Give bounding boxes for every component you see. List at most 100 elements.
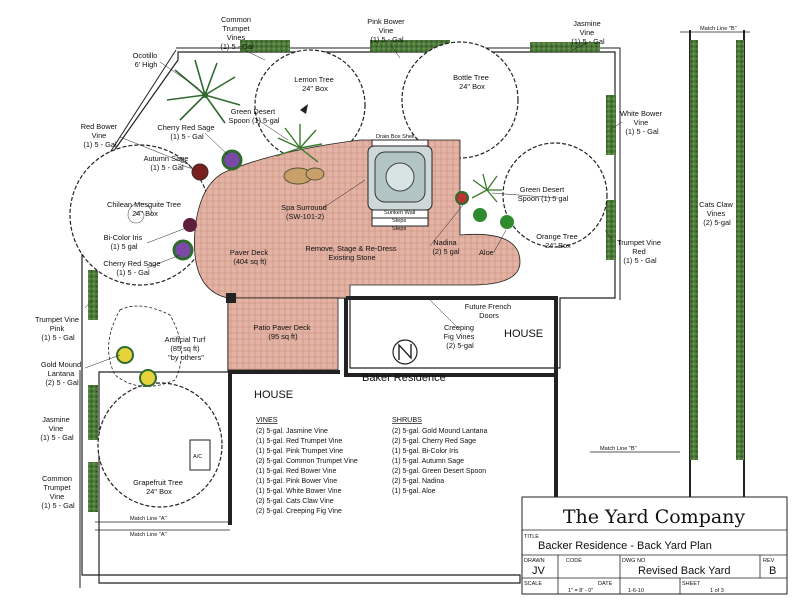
legend-shrub-3: (1) 5-gal. Autumn Sage bbox=[392, 458, 464, 465]
mesquite-tree-spiral bbox=[127, 202, 153, 224]
label-white-bower: White Bower Vine (1) 5 - Gal bbox=[620, 109, 664, 136]
drawn-label: DRAWN bbox=[524, 558, 545, 564]
rev-value: B bbox=[769, 565, 776, 577]
label-artificial-turf: Artificial Turf (85 sq ft) "by others" bbox=[165, 335, 208, 362]
label-cats-claw: Cats Claw Vines (2) 5-gal bbox=[699, 200, 735, 227]
label-pink-bower: Pink Bower Vine (1) 5 - Gal bbox=[367, 17, 406, 44]
label-grapefruit: Grapefruit Tree 24" Box bbox=[133, 478, 185, 496]
legend-vines-title: VINES bbox=[256, 415, 278, 424]
grapefruit-tree bbox=[97, 382, 223, 508]
legend-vine-1: (1) 5-gal. Red Trumpet Vine bbox=[256, 438, 342, 445]
match-line-right-top-label: Match Line "B" bbox=[700, 26, 737, 32]
paver-deck bbox=[194, 139, 521, 370]
sunken-wall-label: Sunken Wall bbox=[384, 210, 415, 216]
label-trumpet-vine-red: Trumpet Vine Red (1) 5 - Gal bbox=[617, 238, 663, 265]
label-paver-deck: Paver Deck (404 sq ft) bbox=[230, 248, 270, 266]
label-common-trumpet-bottom: Common Trumpet Vine (1) 5 - Gal bbox=[41, 474, 75, 510]
ocotillo-shrub bbox=[166, 59, 241, 124]
label-red-bower: Red Bower Vine (1) 5 - Gal bbox=[81, 122, 120, 149]
aloe-shrub bbox=[500, 215, 514, 229]
hedge-left-1 bbox=[88, 270, 98, 320]
drawn-value: JV bbox=[532, 565, 546, 577]
label-patio-deck: Patio Paver Deck (95 sq ft) bbox=[253, 323, 312, 341]
label-gold-mound: Gold Mound Lantana (2) 5 - Gal bbox=[41, 360, 83, 387]
north-arrow bbox=[392, 339, 418, 365]
drain-box-label: Drain Box Shell bbox=[376, 134, 415, 140]
label-orange-tree: Orange Tree 24" Box bbox=[536, 232, 580, 250]
steps-label-2: Steps bbox=[392, 226, 407, 232]
label-remove-stone: Remove, Stage & Re-Dress Existing Stone bbox=[305, 244, 398, 262]
autumn-sage-shrub bbox=[191, 163, 209, 181]
match-line-bottom-a-label: Match Line "A" bbox=[130, 516, 167, 522]
ac-unit bbox=[189, 439, 211, 471]
cherry-sage-shrub-top bbox=[221, 149, 243, 171]
title-block: The Yard Company TITLE Backer Residence … bbox=[521, 496, 788, 595]
legend-vine-5: (1) 5-gal. Pink Bower Vine bbox=[256, 478, 337, 485]
company-name: The Yard Company bbox=[563, 506, 746, 528]
label-jasmine-left: Jasmine Vine (1) 5 - Gal bbox=[40, 415, 74, 442]
label-green-desert-top: Green Desert Spoon (1) 5-gal bbox=[229, 107, 280, 125]
cats-claw-hedge-right bbox=[736, 40, 744, 460]
ac-label: A/C bbox=[193, 454, 202, 460]
dwg-label: DWG NO bbox=[622, 558, 646, 564]
label-jasmine-top: Jasmine Vine (1) 5 - Gal bbox=[571, 19, 605, 46]
cherry-sage-shrub-left bbox=[172, 239, 194, 261]
legend-vine-6: (1) 5-gal. White Bower Vine bbox=[256, 488, 342, 495]
label-bottle-tree: Bottle Tree 24" Box bbox=[453, 73, 491, 91]
legend-vine-3: (2) 5-gal. Common Trumpet Vine bbox=[256, 458, 358, 465]
hedge-left-2 bbox=[88, 385, 98, 440]
label-future-doors: Future French Doors bbox=[465, 302, 513, 320]
label-ocotillo: Ocotillo 6' High bbox=[133, 51, 160, 69]
hedge-top-mid bbox=[370, 40, 450, 52]
label-trumpet-vine-pink: Trumpet Vine Pink (1) 5 - Gal bbox=[35, 315, 81, 342]
orange-tree bbox=[502, 142, 608, 248]
scale-label: SCALE bbox=[524, 581, 542, 587]
rev-label: REV bbox=[763, 558, 775, 564]
legend-shrub-5: (2) 5-gal. Nadina bbox=[392, 478, 444, 485]
label-chilean-mesquite: Chilean Mesquite Tree 24" Box bbox=[107, 200, 183, 218]
label-baker-residence: Baker Residence bbox=[362, 372, 446, 384]
code-label: CODE bbox=[566, 558, 582, 564]
label-nadina: Nadina (2) 5 gal bbox=[432, 238, 459, 256]
gold-mound-lantana-1 bbox=[116, 346, 134, 364]
yard-wall bbox=[79, 47, 621, 588]
nadina-shrub-1 bbox=[455, 191, 469, 205]
hedge-right-2 bbox=[606, 200, 616, 260]
house-corner-post bbox=[226, 293, 236, 303]
match-line-bottom-b-label: Match Line "A" bbox=[130, 532, 167, 538]
patio-paver-deck bbox=[227, 297, 339, 371]
plant-legend: VINES (2) 5-gal. Jasmine Vine (1) 5-gal.… bbox=[256, 415, 487, 515]
label-creeping-fig: Creeping Fig Vines (2) 5-gal bbox=[444, 323, 477, 350]
sheet-label: SHEET bbox=[682, 581, 701, 587]
label-aloe: Aloe bbox=[479, 248, 494, 257]
scale-value: 1" = 8' - 0" bbox=[568, 588, 593, 594]
legend-shrub-6: (1) 5-gal. Aloe bbox=[392, 488, 436, 495]
legend-shrubs-title: SHRUBS bbox=[392, 415, 422, 424]
sheet-value: 1 of 3 bbox=[710, 588, 724, 594]
date-value: 1-6-10 bbox=[628, 588, 644, 594]
title-label: TITLE bbox=[524, 534, 539, 540]
match-line-right-bottom-label: Match Line "B" bbox=[600, 446, 637, 452]
steps-label-1: Steps bbox=[392, 218, 407, 224]
artificial-turf bbox=[108, 305, 182, 387]
label-cherry-sage-left: Cherry Red Sage (1) 5 - Gal bbox=[103, 259, 162, 277]
label-house-right: HOUSE bbox=[504, 328, 543, 340]
gold-mound-lantana-2 bbox=[139, 369, 157, 387]
legend-vine-7: (2) 5-gal. Cats Claw Vine bbox=[256, 498, 334, 505]
yard-boundary bbox=[81, 51, 616, 584]
cats-claw-hedge-left bbox=[690, 40, 698, 460]
label-autumn-sage: Autumn Sage (1) 5 - Gal bbox=[144, 154, 191, 172]
label-common-trumpet-top: Common Trumpet Vines (1) 5 - Gal bbox=[220, 15, 254, 51]
bicolor-iris-shrub bbox=[183, 218, 197, 232]
legend-vine-2: (1) 5-gal. Pink Trumpet Vine bbox=[256, 448, 343, 455]
boulder-2 bbox=[305, 167, 325, 181]
dwg-value: Revised Back Yard bbox=[638, 565, 731, 577]
legend-shrub-4: (2) 5-gal. Green Desert Spoon bbox=[392, 468, 486, 475]
legend-shrub-1: (2) 5-gal. Cherry Red Sage bbox=[392, 438, 476, 445]
label-spa-surround: Spa Surround (SW-101-2) bbox=[281, 203, 329, 221]
label-cherry-sage-top: Cherry Red Sage (1) 5 - Gal bbox=[157, 123, 216, 141]
hedge-top-left bbox=[240, 40, 290, 52]
green-desert-spoon-shrub bbox=[275, 124, 323, 163]
legend-vine-4: (1) 5-gal. Red Bower Vine bbox=[256, 468, 337, 475]
